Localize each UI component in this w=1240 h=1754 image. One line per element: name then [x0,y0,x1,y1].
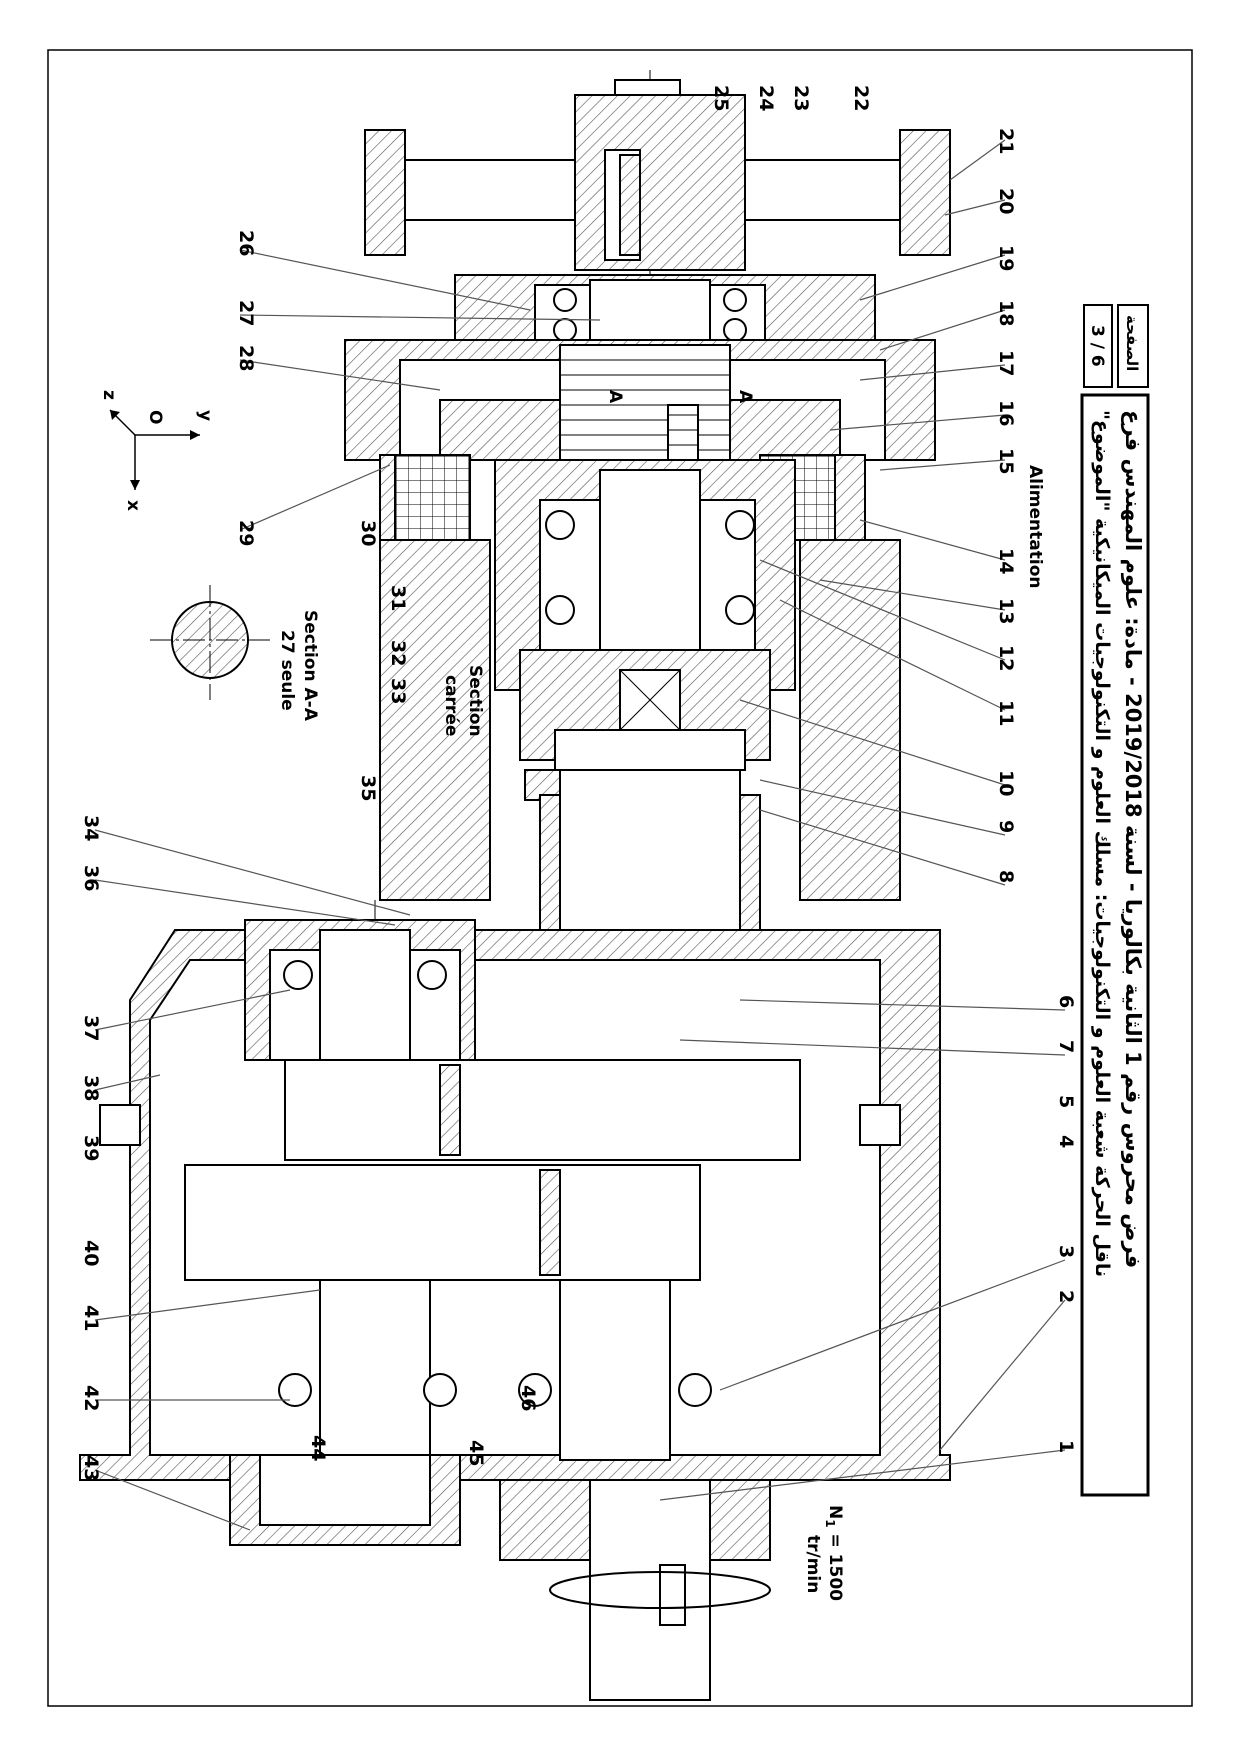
leader-lines [94,139,1066,1531]
part-label: 4 [1055,1135,1077,1148]
part-label: 2 [1055,1290,1077,1303]
part-label: 26 [235,230,257,256]
page-number-box [1083,304,1113,388]
part-label: 22 [850,85,872,111]
part-label: 31 [387,585,409,611]
part-label: 24 [755,85,777,111]
part-label: 43 [80,1455,102,1481]
part-label: 35 [357,775,379,801]
brake-housing [344,339,936,546]
part-label: 12 [995,645,1017,671]
part-label: 42 [80,1385,102,1411]
speed-unit: tr/min [803,1535,823,1593]
part-label: 17 [995,350,1017,376]
axis-triad [109,409,200,490]
part-label: 34 [80,815,102,841]
part-label: 21 [995,128,1017,154]
section-aa-note: 27 seule [277,630,297,711]
part-label: 40 [80,1240,102,1266]
part-label: 27 [235,300,257,326]
axis-z-label: z [99,390,119,400]
part-label: 15 [995,448,1017,474]
part-label: 39 [80,1135,102,1161]
part-label: 5 [1055,1095,1077,1108]
header-line-1: فرض محروس رقم 1 الثانية بكالوريا - لسنة … [1121,410,1145,1268]
axis-x-label: x [123,500,143,511]
pulley [364,79,951,271]
part-label: 19 [995,245,1017,271]
section-carree-label-2: carrée [441,675,461,736]
page-label: الصفحة [1123,315,1141,371]
gear-40 [184,1164,701,1281]
gearbox-housing [79,919,951,1481]
part-label: 11 [995,700,1017,726]
alimentation-label: Alimentation [1025,465,1045,589]
part-label: 37 [80,1015,102,1041]
cut-marker-a-1: A [735,390,755,404]
page-number: 3 / 6 [1087,325,1107,367]
section-aa-label: Section A-A [300,610,320,722]
speed-label: N1 = 1500 [823,1505,845,1601]
part-label: 45 [465,1440,487,1466]
part-label: 20 [995,188,1017,214]
part-label: 33 [387,678,409,704]
part-label: 36 [80,865,102,891]
part-label: 7 [1055,1040,1077,1053]
part-label: 38 [80,1075,102,1101]
part-label: 10 [995,770,1017,796]
gear-7 [284,1059,801,1161]
part-label: 44 [307,1435,329,1461]
part-labels: 1 2 3 4 5 6 7 8 9 10 11 12 13 14 15 16 1… [80,85,1077,1481]
end-cover [229,1373,771,1701]
part-label: 1 [1055,1440,1077,1453]
part-label: 13 [995,598,1017,624]
part-label: 8 [995,870,1017,883]
section-carree-label-1: Section [465,665,485,737]
part-label: 9 [995,820,1017,833]
axis-origin-label: O [145,410,165,424]
part-label: 28 [235,345,257,371]
page-border [47,49,1193,1707]
axis-y-label: y [195,410,215,421]
part-label: 18 [995,300,1017,326]
part-label: 41 [80,1305,102,1331]
part-label: 46 [517,1385,539,1411]
section-aa-view [150,585,270,700]
part-label: 23 [790,85,812,111]
part-label: 29 [235,520,257,546]
output-shaft [589,1479,711,1701]
cut-marker-a-2: A [605,390,625,404]
header-box [1080,393,1150,1497]
part-label: 6 [1055,995,1077,1008]
part-label: 32 [387,640,409,666]
part-label: 3 [1055,1245,1077,1258]
part-label: 25 [710,85,732,111]
header-line-2: ناقل الحركة شعبة العلوم و التكنولوجيات: … [1091,410,1113,1277]
part-label: 16 [995,400,1017,426]
page-label-box [1117,304,1149,388]
part-label: 14 [995,548,1017,574]
motor-body [379,459,901,901]
part-label: 30 [357,520,379,546]
